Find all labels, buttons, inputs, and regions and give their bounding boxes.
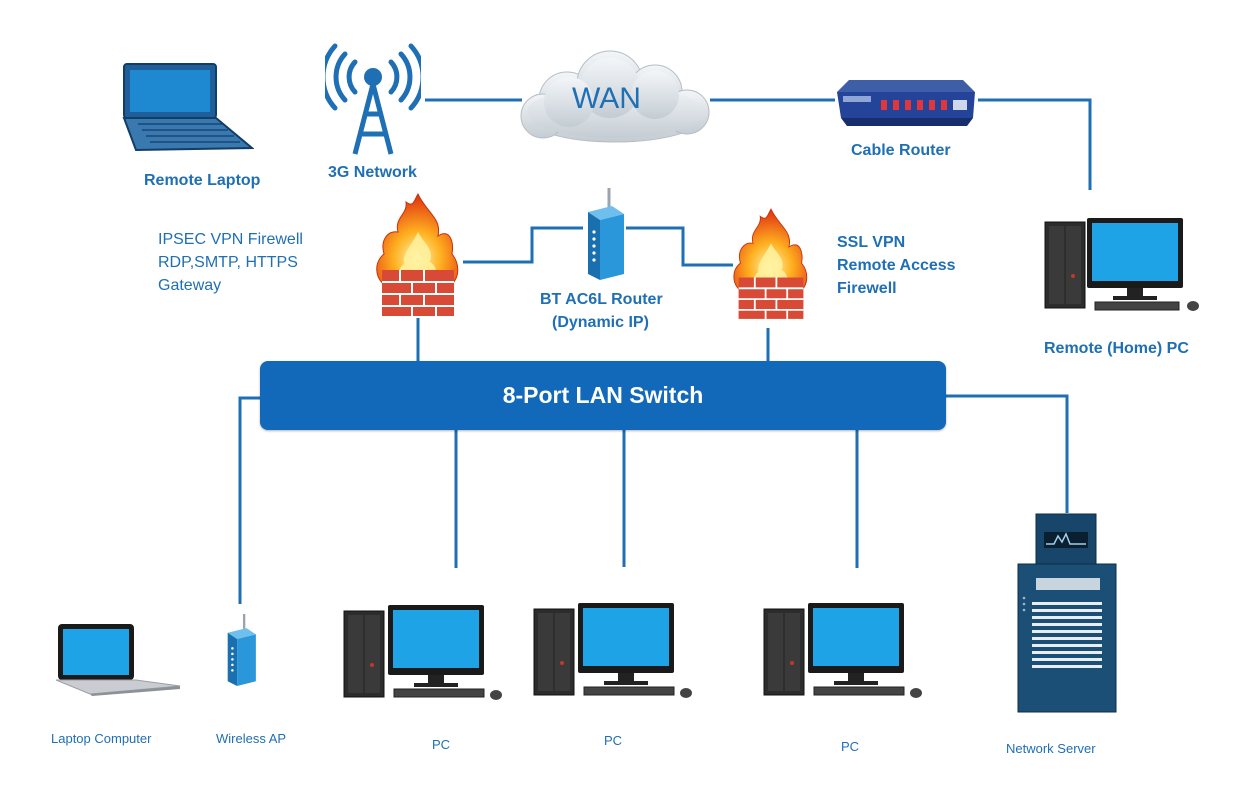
line-cable-router-home-pc <box>978 98 1092 190</box>
remote-home-pc-icon <box>1044 218 1199 311</box>
pc1-icon <box>343 605 502 700</box>
lan-switch: 8-Port LAN Switch <box>260 361 946 430</box>
pc3-icon <box>763 603 922 698</box>
cable-router-icon <box>837 80 975 126</box>
bt-router-icon <box>588 188 624 280</box>
network-server-icon <box>1017 513 1117 713</box>
ipsec-firewall-icon <box>376 192 459 316</box>
ssl-vpn-label-line3: Firewell <box>837 280 897 297</box>
wireless-ap-icon <box>227 614 256 686</box>
ssl-firewall-icon <box>733 208 808 319</box>
pc1-label: PC <box>432 737 451 752</box>
bt-router-label-line2: (Dynamic IP) <box>552 314 649 331</box>
remote-home-pc-label: Remote (Home) PC <box>1044 340 1189 357</box>
cable-router-label: Cable Router <box>851 142 951 159</box>
wan-cloud-icon <box>520 50 710 143</box>
laptop-computer-icon <box>55 624 181 696</box>
pc2-label: PC <box>604 733 623 748</box>
line-switch-server <box>946 394 1069 513</box>
remote-laptop-label: Remote Laptop <box>144 172 261 189</box>
ssl-vpn-label-line1: SSL VPN <box>837 234 906 251</box>
bt-router-label-line1: BT AC6L Router <box>540 291 663 308</box>
line-switch-wireless-ap <box>238 396 260 604</box>
pc3-label: PC <box>841 739 860 754</box>
network-server-label: Network Server <box>1006 741 1096 756</box>
3g-network-label: 3G Network <box>328 164 417 181</box>
ipsec-firewall-desc-line2: RDP,SMTP, HTTPS <box>158 254 298 271</box>
wan-label: WAN <box>572 82 641 115</box>
pc2-icon <box>533 603 692 698</box>
ipsec-firewall-desc-line3: Gateway <box>158 277 222 294</box>
remote-laptop-icon <box>122 63 254 152</box>
line-bt-router-ssl-firewall <box>626 226 733 267</box>
ipsec-firewall-desc-line1: IPSEC VPN Firewell <box>158 231 303 248</box>
3g-tower-icon <box>325 43 421 155</box>
ssl-vpn-label-line2: Remote Access <box>837 257 956 274</box>
wireless-ap-label: Wireless AP <box>216 731 287 746</box>
line-firewall-bt-router <box>463 226 583 264</box>
laptop-computer-label: Laptop Computer <box>51 731 152 746</box>
